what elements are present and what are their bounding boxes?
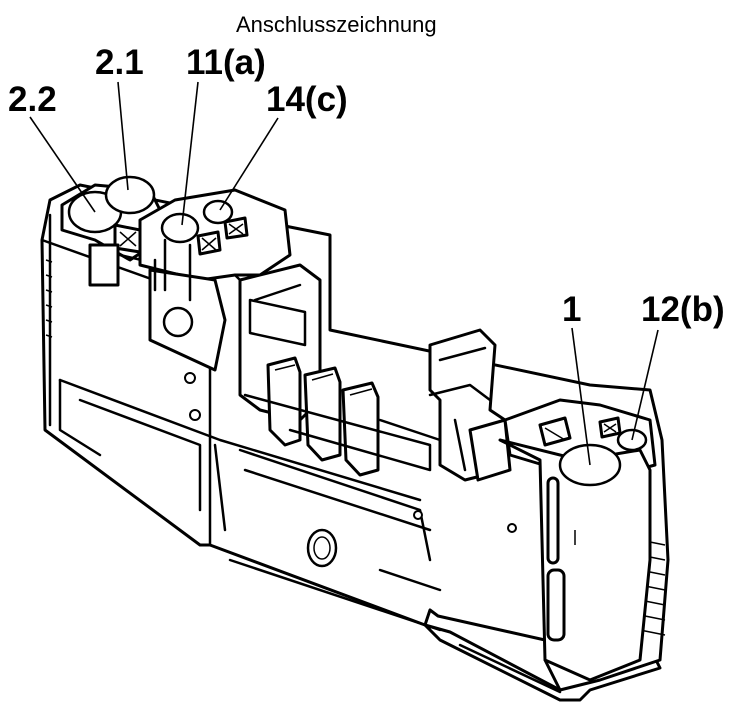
din-rail-foot [423, 623, 662, 702]
contact-module [238, 263, 442, 477]
retaining-clip [428, 328, 512, 482]
leader-lines [29, 81, 659, 466]
terminal-label-12b: 12(b) [641, 290, 725, 329]
terminal-label-1: 1 [562, 290, 582, 329]
drawing-title: Anschlusszeichnung [236, 12, 437, 37]
terminal-label-11a: 11(a) [186, 43, 266, 82]
terminal-label-2-2: 2.2 [8, 80, 57, 119]
terminal-block-middle [138, 188, 312, 372]
terminal-label-2-1: 2.1 [95, 43, 144, 82]
terminal-label-14c: 14(c) [266, 80, 348, 119]
